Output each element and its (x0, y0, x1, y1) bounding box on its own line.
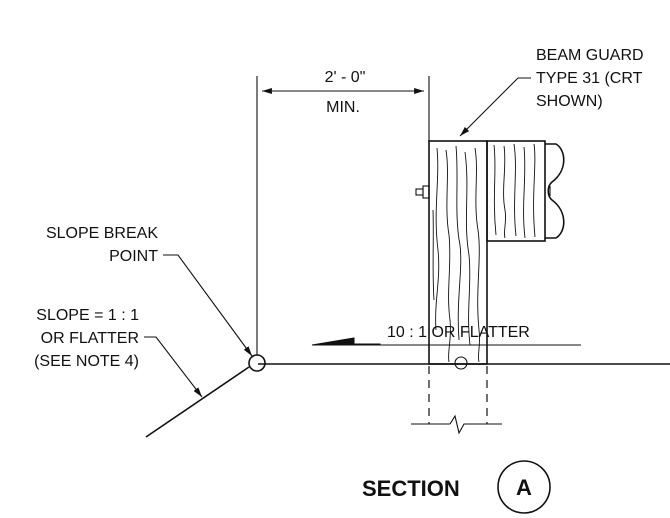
beam-guard-leader (459, 77, 531, 137)
section-id-circle (497, 460, 551, 514)
section-id: A (516, 475, 532, 500)
section-title: SECTION (362, 476, 460, 501)
slope-note-leader (144, 336, 203, 398)
embankment-slope-line (145, 366, 250, 438)
shoulder-slope-label: 10 : 1 OR FLATTER (387, 324, 530, 341)
slope-note-line1: SLOPE = 1 : 1 (36, 307, 139, 324)
post-embedment (411, 356, 502, 435)
shoulder-slope-arrow (311, 337, 381, 346)
dimension-min-label: MIN. (326, 99, 360, 116)
slope-break-leader (163, 254, 253, 357)
wood-blockout (486, 140, 546, 242)
slope-break-point-marker (248, 354, 266, 372)
post-bolt (415, 185, 551, 199)
w-beam-rail (545, 143, 565, 239)
slope-break-label-line1: SLOPE BREAK (46, 225, 158, 242)
beam-guard-label-line3: SHOWN) (536, 93, 603, 110)
slope-break-label-line2: POINT (109, 248, 158, 265)
slope-note-line2: OR FLATTER (41, 330, 139, 347)
offset-dimension (256, 76, 430, 355)
beam-guard-label-line1: BEAM GUARD (536, 47, 644, 64)
wood-post (428, 140, 488, 365)
dimension-value: 2' - 0" (325, 69, 366, 86)
slope-note-line3: (SEE NOTE 4) (34, 353, 139, 370)
beam-guard-label-line2: TYPE 31 (CRT (536, 70, 643, 87)
